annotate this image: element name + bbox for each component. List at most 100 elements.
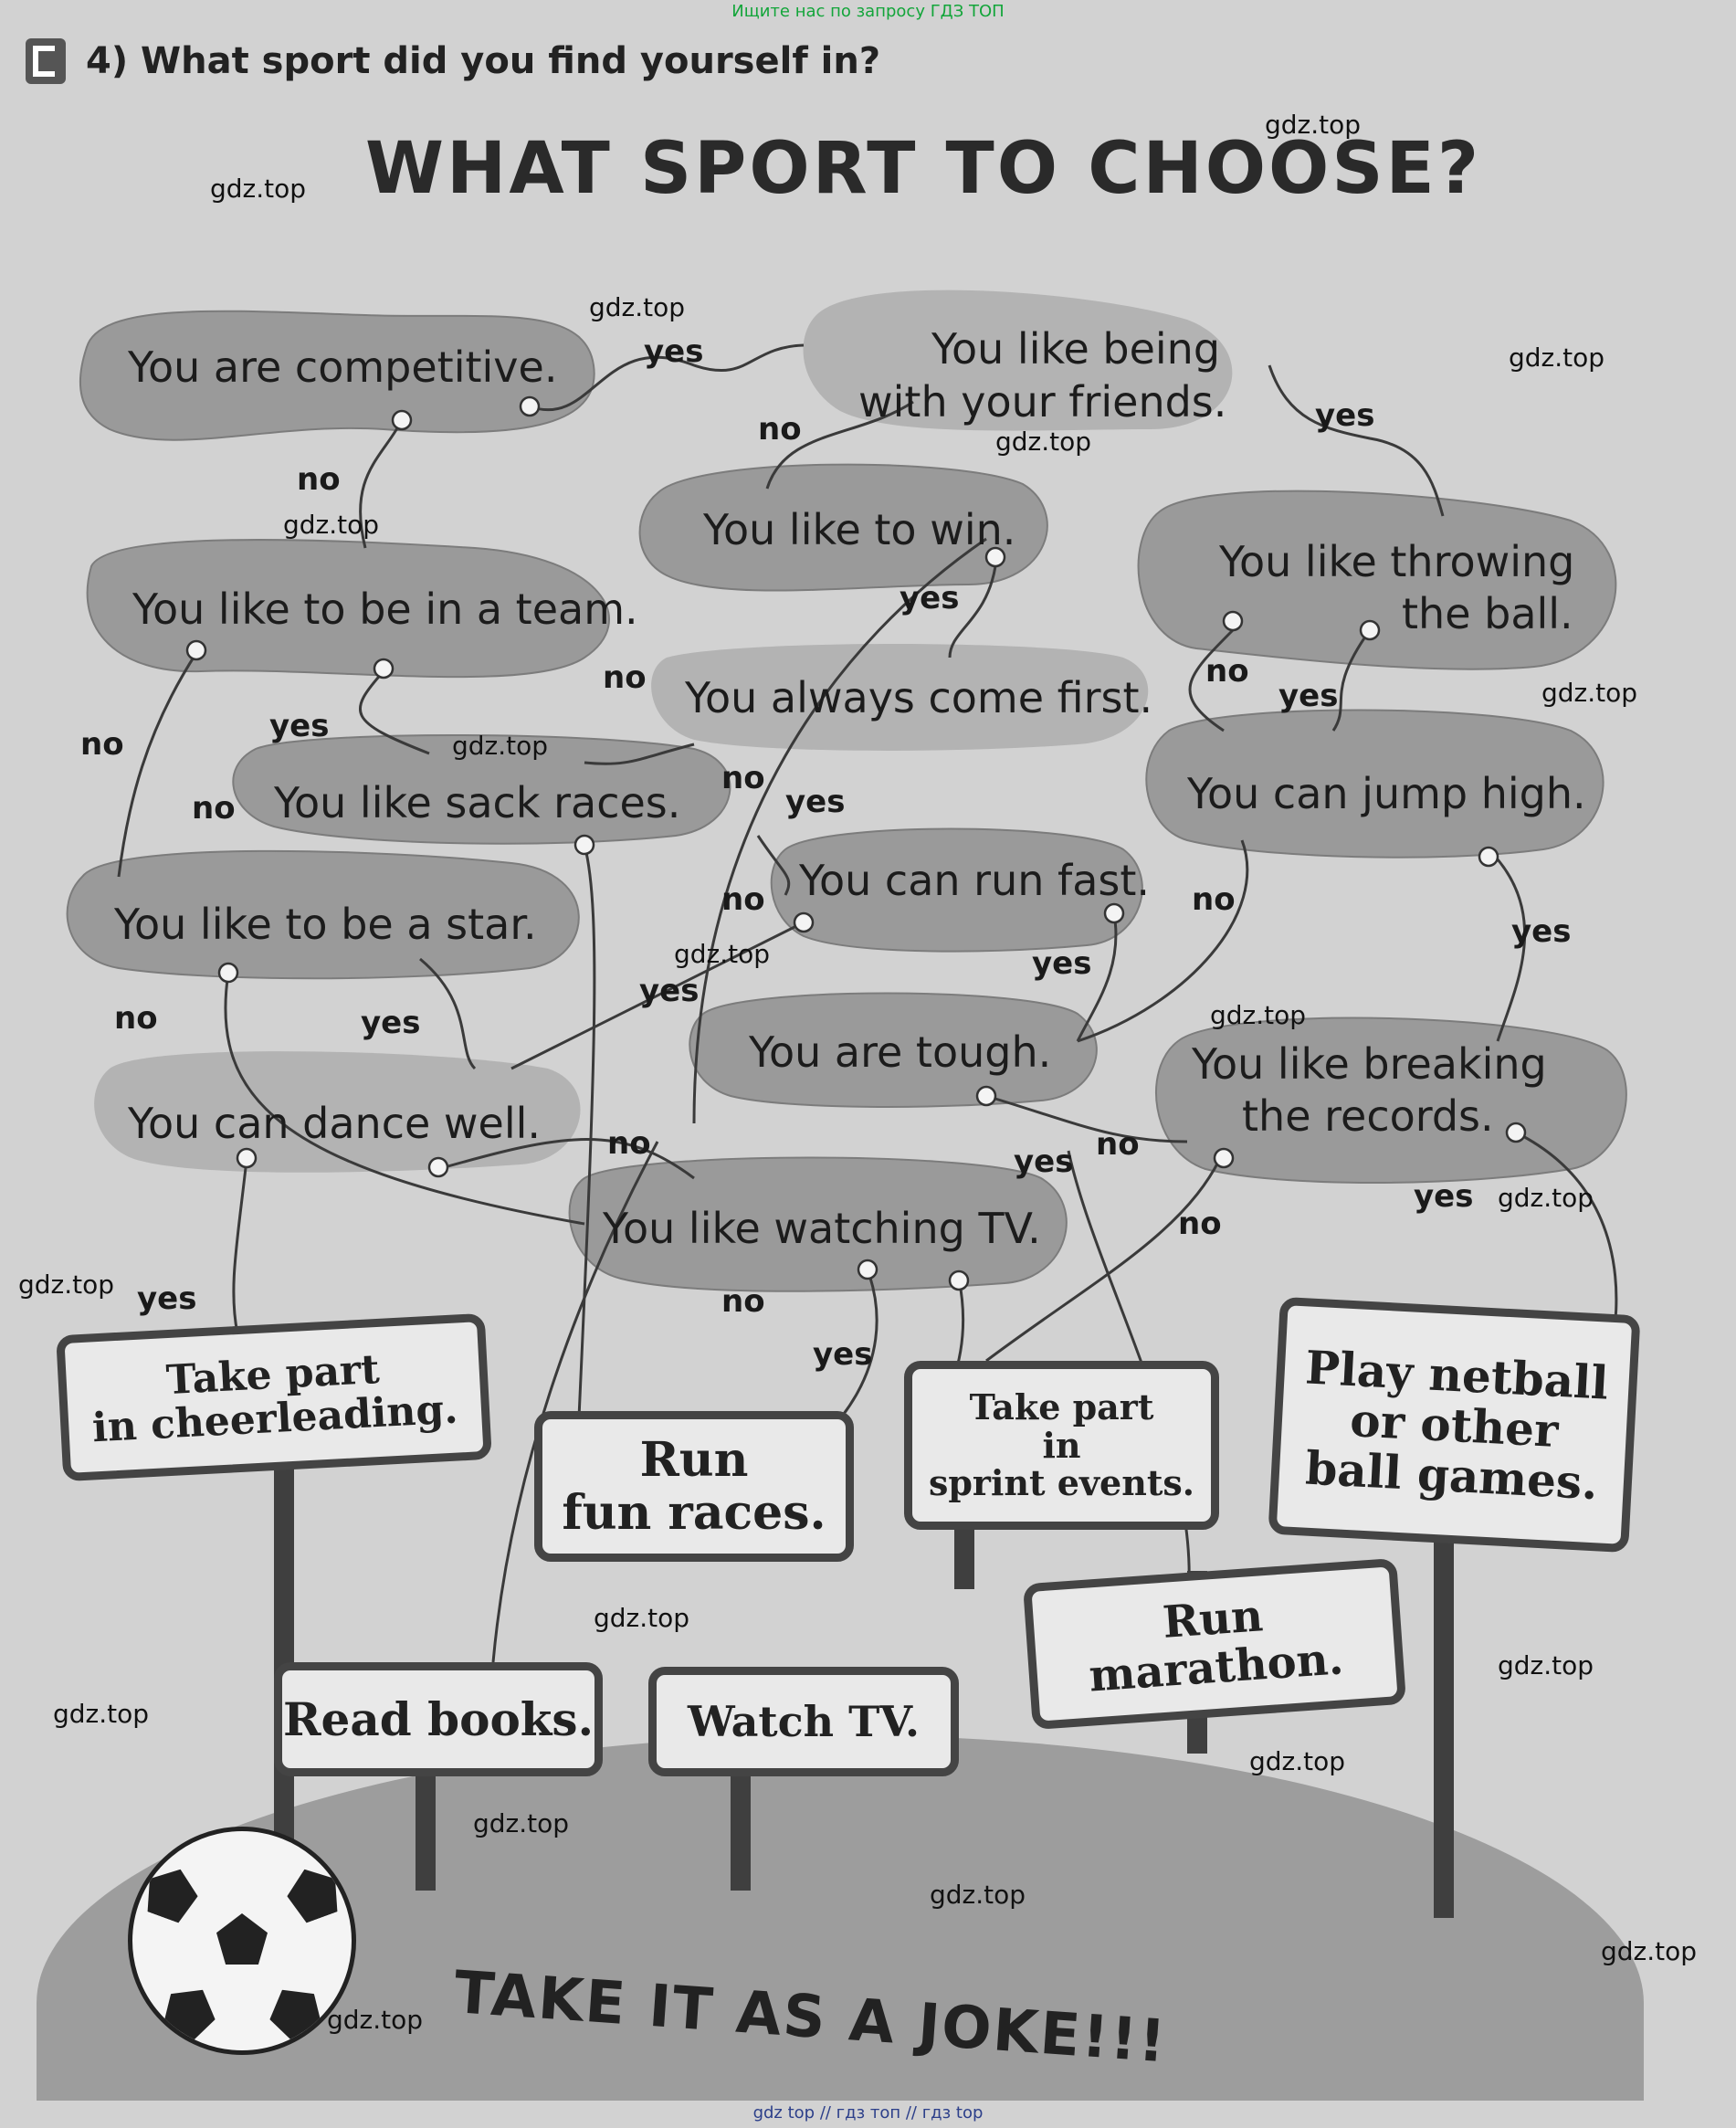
blob-friends	[803, 290, 1233, 431]
answer-no: no	[721, 1283, 765, 1320]
arrow-friends-yes	[1268, 364, 1445, 517]
answer-yes: yes	[1315, 397, 1375, 434]
statement-throwing-line1: You like throwing	[1219, 537, 1575, 586]
watermark: gdz.top	[210, 174, 307, 204]
watermark: gdz.top	[452, 731, 549, 761]
statement-watching-tv: You like watching TV.	[603, 1204, 1041, 1253]
statement-star: You like to be a star.	[114, 900, 537, 949]
arrow-sack-no	[573, 844, 596, 1499]
answer-no: no	[1205, 653, 1249, 690]
answer-yes: yes	[1278, 678, 1339, 714]
watermark: gdz.top	[327, 2005, 424, 2035]
answer-no: no	[603, 659, 647, 696]
arrow-competitive-yes	[529, 343, 805, 412]
outcome-watch-tv: Watch TV.	[648, 1667, 959, 1776]
arrow-tough-no	[985, 1094, 1188, 1143]
statement-dance: You can dance well.	[128, 1099, 542, 1148]
arrow-friends-no	[765, 400, 914, 490]
answer-yes: yes	[785, 784, 846, 820]
statement-run-fast: You can run fast.	[799, 856, 1151, 905]
blob-dance	[94, 1051, 581, 1173]
answer-yes: yes	[1511, 913, 1572, 950]
arrow-jump-yes	[1487, 848, 1527, 1042]
answer-yes: yes	[1014, 1143, 1074, 1180]
statement-throwing-line2: the ball.	[1402, 589, 1573, 638]
answer-no: no	[758, 411, 802, 448]
answer-no: no	[721, 881, 765, 918]
blob-come-first	[651, 644, 1149, 751]
arrow-star-yes	[419, 957, 477, 1070]
watermark: gdz.top	[53, 1699, 150, 1729]
blob-sack-races	[232, 734, 731, 845]
watermark: gdz.top	[1210, 1000, 1307, 1030]
arrow-dance-yes	[232, 1159, 248, 1334]
blob-run-fast	[770, 827, 1143, 953]
exercise-task: 4) What sport did you find yourself in?	[86, 40, 881, 82]
blob-star	[66, 849, 580, 980]
site-banner-top[interactable]: Ищите нас по запросу ГДЗ ТОП	[731, 2, 1005, 21]
blob-team	[86, 539, 610, 679]
arrow-run-fast-yes	[1076, 912, 1118, 1042]
statement-competitive: You are competitive.	[128, 342, 558, 392]
answer-yes: yes	[639, 973, 700, 1009]
statement-records-line1: You like breaking	[1192, 1039, 1547, 1089]
arrow-team-no	[117, 652, 198, 878]
answer-yes: yes	[137, 1280, 197, 1317]
arrow-team-yes	[358, 670, 430, 755]
watermark: gdz.top	[1249, 1746, 1346, 1776]
watermark: gdz.top	[18, 1269, 115, 1300]
statement-friends-line2: with your friends.	[858, 377, 1227, 427]
site-banner-bottom[interactable]: gdz top // гдз топ // гдз top	[752, 2103, 984, 2123]
answer-no: no	[721, 760, 765, 796]
answer-yes: yes	[1032, 945, 1092, 982]
outcome-fun-races-line1: Run	[639, 1432, 749, 1489]
blob-throwing	[1137, 490, 1617, 670]
answer-no: no	[192, 790, 236, 827]
answer-no: no	[297, 461, 341, 498]
arrow-come-first-no	[584, 743, 695, 765]
sign-post	[416, 1763, 436, 1891]
answer-no: no	[607, 1125, 651, 1162]
watermark: gdz.top	[283, 510, 380, 540]
outcome-read-books: Read books.	[274, 1662, 603, 1776]
watermark: gdz.top	[1265, 110, 1362, 140]
outcome-fun-races-line2: fun races.	[562, 1484, 826, 1541]
answer-no: no	[1192, 881, 1236, 918]
answer-no: no	[80, 726, 124, 763]
arrow-come-first-down	[491, 1141, 659, 1663]
watermark: gdz.top	[995, 427, 1092, 457]
statement-jump-high: You can jump high.	[1187, 769, 1586, 818]
watermark: gdz.top	[930, 1880, 1026, 1910]
watermark: gdz.top	[674, 939, 771, 969]
outcome-read-books-label: Read books.	[283, 1692, 594, 1746]
watermark: gdz.top	[1601, 1936, 1698, 1966]
watermark: gdz.top	[1541, 678, 1638, 708]
blob-records	[1155, 1017, 1627, 1184]
watermark: gdz.top	[473, 1808, 570, 1838]
watermark: gdz.top	[589, 292, 686, 322]
arrow-records-no	[985, 1150, 1226, 1363]
exercise-badge-icon	[26, 38, 66, 84]
sign-post	[1434, 1534, 1454, 1918]
arrow-sack-yes	[756, 835, 791, 896]
outcome-sprint-line2: in	[1042, 1424, 1081, 1466]
arrow-dance-no	[437, 1138, 695, 1180]
statement-sack-races: You like sack races.	[274, 778, 681, 827]
sign-post	[731, 1763, 751, 1891]
statement-tough: You are tough.	[749, 1027, 1052, 1077]
arrow-throwing-yes	[1331, 629, 1372, 732]
blob-watching-tv	[568, 1156, 1068, 1292]
arrow-win-no	[692, 537, 987, 1124]
statement-records-line2: the records.	[1242, 1091, 1494, 1141]
blob-competitive	[79, 310, 595, 441]
arrow-star-no	[224, 972, 585, 1226]
statement-team: You like to be in a team.	[132, 585, 638, 634]
blob-win	[638, 463, 1048, 592]
sign-post	[274, 1461, 294, 1845]
